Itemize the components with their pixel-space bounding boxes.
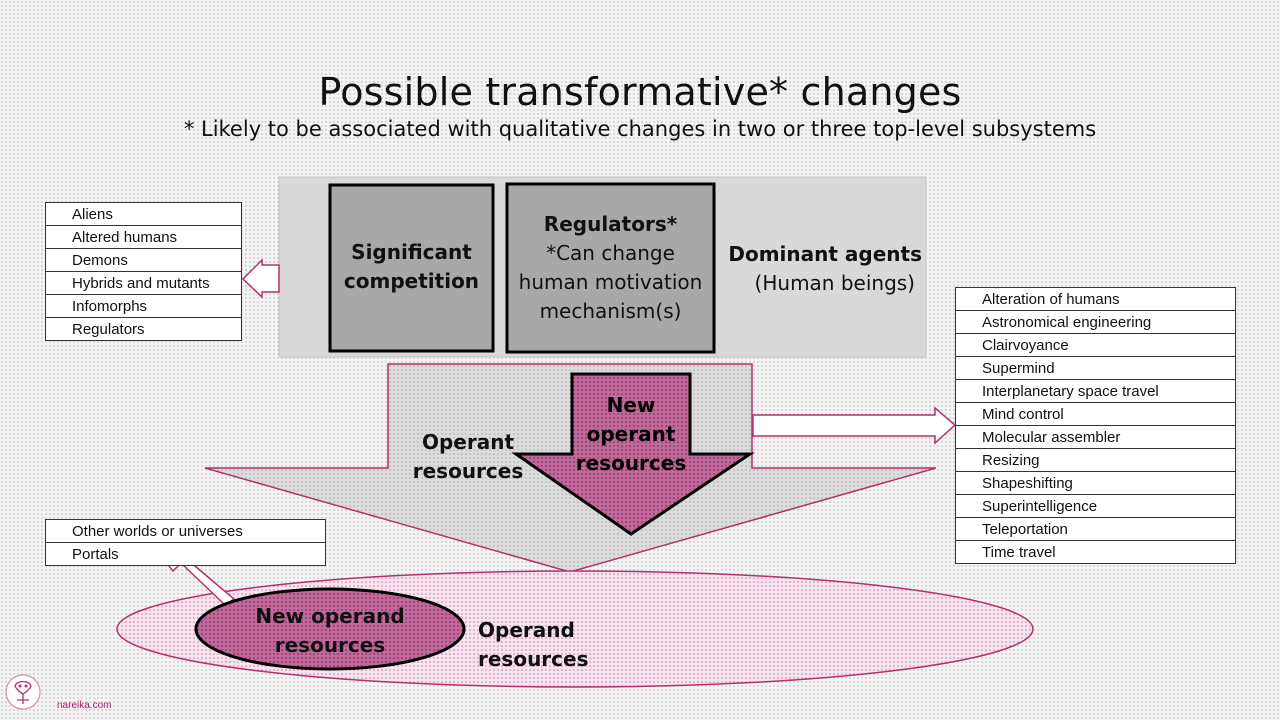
list-item: Time travel: [955, 540, 1236, 564]
list-item: Supermind: [955, 356, 1236, 380]
list-item: Infomorphs: [45, 294, 242, 318]
competition-box: [328, 183, 495, 353]
list-item: Aliens: [45, 202, 242, 226]
new-operant-arrow: [511, 372, 755, 536]
operand-resources-label: Operand resources: [478, 618, 589, 671]
new-operand-ellipse: [194, 587, 466, 671]
new-operant-resources-label: New operant resources: [575, 393, 687, 475]
regulators-note: *Can change human motivation mechanism(s…: [518, 241, 703, 323]
list-item: Astronomical engineering: [955, 310, 1236, 334]
list-item: Shapeshifting: [955, 471, 1236, 495]
list-item: Demons: [45, 248, 242, 272]
left-arrow: [241, 258, 280, 299]
dominant-agents-title: Dominant agents: [728, 242, 922, 266]
list-item: Alteration of humans: [955, 287, 1236, 311]
list-item: Clairvoyance: [955, 333, 1236, 357]
right-arrow: [752, 406, 957, 445]
page-title: Possible transformative* changes: [318, 70, 962, 114]
list-item: Altered humans: [45, 225, 242, 249]
list-item: Interplanetary space travel: [955, 379, 1236, 403]
page-subtitle: * Likely to be associated with qualitati…: [183, 117, 1097, 141]
list-item: Portals: [45, 542, 326, 566]
list-item: Mind control: [955, 402, 1236, 426]
regulators-title: Regulators*: [543, 212, 678, 236]
list-item: Superintelligence: [955, 494, 1236, 518]
list-item: Regulators: [45, 317, 242, 341]
list-item: Resizing: [955, 448, 1236, 472]
list-item: Molecular assembler: [955, 425, 1236, 449]
competition-label: Significant competition: [343, 240, 480, 293]
list-item: Teleportation: [955, 517, 1236, 541]
places-list: Other worlds or universes Portals: [45, 519, 326, 566]
operant-resources-label: Operant resources: [412, 430, 524, 483]
footer-link[interactable]: nareika.com: [57, 700, 112, 711]
regulators-box: [505, 182, 716, 354]
new-operand-resources-label: New operand resources: [255, 604, 405, 657]
dominant-agents-sub: (Human beings): [754, 271, 915, 295]
list-item: Hybrids and mutants: [45, 271, 242, 295]
list-item: Other worlds or universes: [45, 519, 326, 543]
agent-types-list: Aliens Altered humans Demons Hybrids and…: [45, 202, 242, 341]
logo-icon: [5, 674, 41, 710]
capabilities-list: Alteration of humans Astronomical engine…: [955, 287, 1236, 564]
